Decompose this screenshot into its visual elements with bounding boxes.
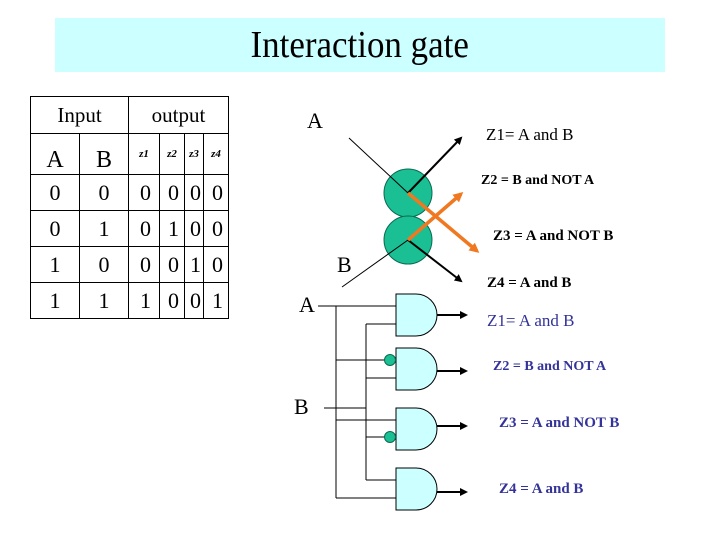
- input-b-line: [341, 239, 409, 288]
- interaction-diagram: [341, 136, 480, 288]
- table-row: 1 0 0 0 1 0: [30, 246, 229, 283]
- interaction-output-z3: Z3 = A and NOT B: [493, 228, 614, 244]
- cell-z2: 1: [159, 210, 185, 247]
- gate-input-a-label: A: [299, 292, 315, 317]
- z2-arrow: [406, 192, 464, 242]
- and-gate-4: [395, 467, 468, 511]
- page-title: Interaction gate: [250, 24, 470, 66]
- and-gate-1: [395, 293, 468, 337]
- interaction-input-a-label: A: [307, 108, 323, 133]
- cell-b: 0: [79, 174, 129, 211]
- column-header-a: A: [30, 133, 80, 175]
- cell-b: 1: [79, 210, 129, 247]
- truth-table-column-header: A B z1 z2 z3 z4: [30, 133, 229, 175]
- z1-arrow: [407, 136, 463, 194]
- z4-arrow: [407, 239, 463, 283]
- inverter-bubble-icon: [384, 354, 396, 366]
- and-gate-2: [384, 347, 468, 391]
- title-banner: Interaction gate: [55, 18, 665, 72]
- z3-arrow: [406, 191, 480, 253]
- gate-circuit: [318, 305, 396, 499]
- column-header-b: B: [79, 133, 129, 175]
- input-a-line: [348, 137, 409, 194]
- cell-z4: 0: [203, 246, 229, 283]
- gate-output-z3: Z3 = A and NOT B: [499, 415, 620, 431]
- cell-z3: 0: [184, 282, 204, 319]
- cell-z4: 1: [203, 282, 229, 319]
- interaction-output-z4: Z4 = A and B: [487, 275, 572, 291]
- truth-table: Input output A B z1 z2 z3 z4 0 0 0 0 0 0…: [30, 96, 229, 319]
- interaction-output-z2: Z2 = B and NOT A: [481, 173, 595, 188]
- cell-z2: 0: [159, 246, 185, 283]
- gate-input-b-label: B: [294, 394, 309, 419]
- interaction-output-z1: Z1= A and B: [486, 125, 574, 144]
- gate-output-z2: Z2 = B and NOT A: [493, 359, 607, 374]
- column-header-z4: z4: [203, 133, 229, 175]
- cell-z2: 0: [159, 282, 185, 319]
- table-row: 1 1 1 0 0 1: [30, 282, 229, 319]
- table-row: 0 1 0 1 0 0: [30, 210, 229, 247]
- cell-z4: 0: [203, 174, 229, 211]
- cell-a: 1: [30, 282, 80, 319]
- interaction-input-b-label: B: [337, 252, 352, 277]
- truth-table-group-header: Input output: [30, 96, 229, 134]
- cell-b: 1: [79, 282, 129, 319]
- cell-z4: 0: [203, 210, 229, 247]
- gate-output-z1: Z1= A and B: [487, 311, 575, 330]
- and-gate-3: [384, 407, 468, 451]
- output-group-header: output: [128, 96, 229, 134]
- gate-output-z4: Z4 = A and B: [499, 481, 584, 497]
- cell-z1: 1: [128, 282, 160, 319]
- input-group-header: Input: [30, 96, 129, 134]
- inverter-bubble-icon: [384, 431, 396, 443]
- cell-a: 0: [30, 210, 80, 247]
